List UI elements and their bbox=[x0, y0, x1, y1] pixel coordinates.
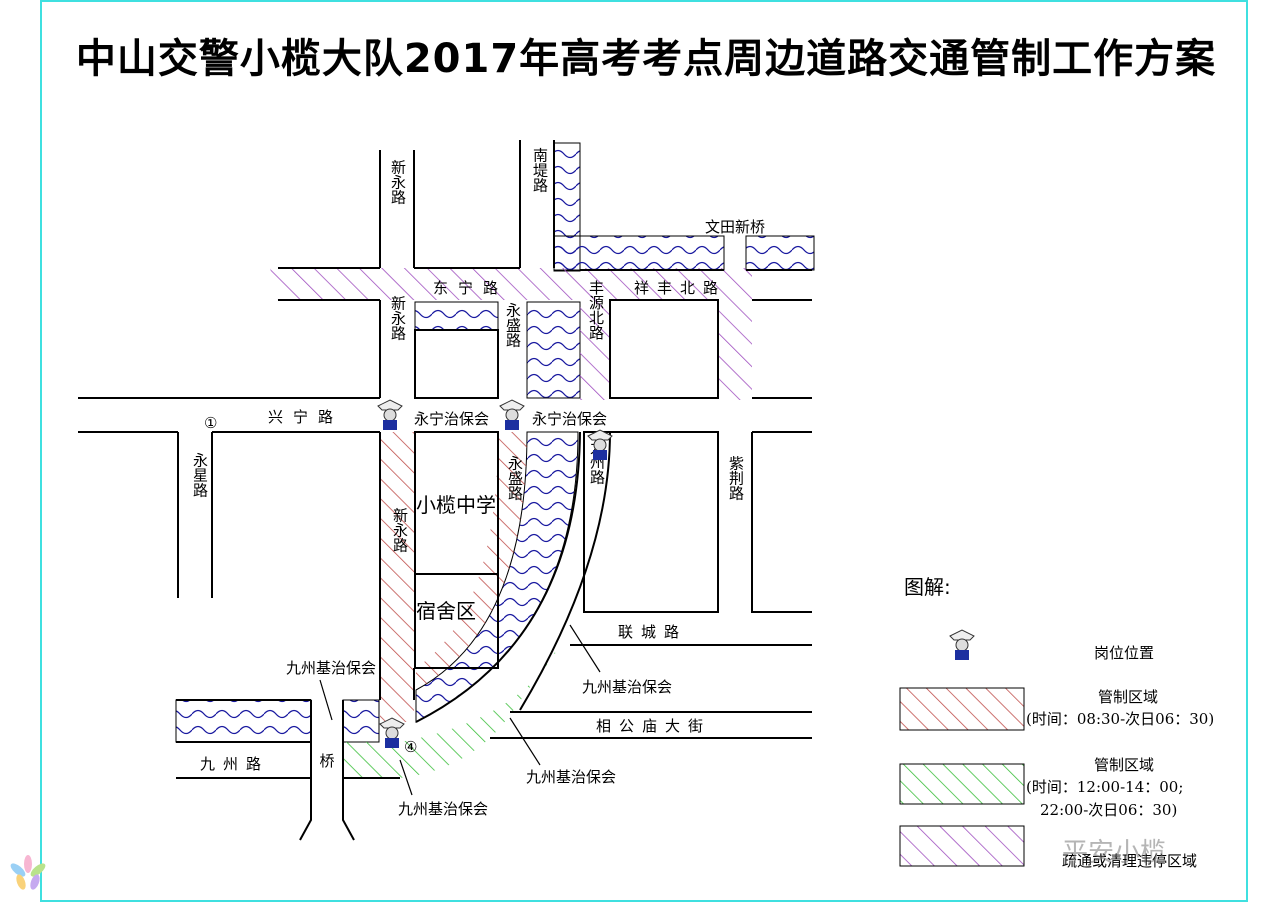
label-xingning: 兴宁路 bbox=[268, 408, 343, 426]
label-wentian-bridge: 文田新桥 bbox=[705, 218, 765, 236]
river-channels bbox=[175, 142, 815, 743]
label-xinyong-north: 新永路 bbox=[389, 160, 407, 205]
label-school: 小榄中学 bbox=[416, 493, 496, 517]
police-post-icon bbox=[377, 399, 403, 430]
legend: 图解: 岗位位置 管制区域 (时间：08:30-次日06：30) 管制区域 (时… bbox=[899, 575, 1214, 870]
police-posts bbox=[377, 399, 613, 748]
red-control-zone bbox=[380, 432, 527, 722]
legend-red-swatch bbox=[899, 687, 1025, 731]
road-labels: 新永路 南堤路 文田新桥 东宁路 祥丰北路 新永路 永盛路 丰源北路 兴宁路 永… bbox=[191, 148, 765, 774]
legend-police-icon bbox=[949, 629, 975, 660]
label-xianggongmiao: 相公庙大街 bbox=[596, 717, 711, 735]
flower-logo-icon bbox=[10, 855, 46, 890]
legend-green-label: 管制区域 bbox=[1094, 756, 1154, 774]
label-yongxing: 永星路 bbox=[191, 453, 209, 498]
map-frame bbox=[40, 0, 1248, 902]
label-jiuzhouji-4: 九州基治保会 bbox=[398, 800, 488, 818]
label-jiuzhouji-2: 九州基治保会 bbox=[582, 678, 672, 696]
watermark: 平安小榄 bbox=[1062, 838, 1167, 868]
legend-red-time: (时间：08:30-次日06：30) bbox=[1026, 710, 1214, 728]
label-jiuzhouji-3: 九州基治保会 bbox=[526, 768, 616, 786]
purple-clearance-zone bbox=[270, 268, 752, 400]
label-yongsheng-mid: 永盛路 bbox=[504, 303, 522, 348]
label-liancheng: 联城路 bbox=[618, 623, 687, 641]
label-nandi: 南堤路 bbox=[531, 148, 549, 193]
label-dorm: 宿舍区 bbox=[416, 599, 476, 623]
police-post-icon bbox=[379, 717, 405, 748]
label-bridge: 桥 bbox=[319, 752, 334, 770]
marker-1: ① bbox=[204, 414, 217, 432]
legend-green-time-1: (时间：12:00-14：00; bbox=[1026, 778, 1183, 796]
police-post-icon bbox=[587, 429, 613, 460]
label-fengyuan-north: 丰源北路 bbox=[587, 280, 605, 340]
place-labels: 小榄中学 宿舍区 永宁治保会 永宁治保会 九州基治保会 九州基治保会 九州基治保… bbox=[204, 410, 672, 818]
label-yongning-1: 永宁治保会 bbox=[414, 410, 489, 428]
label-jiuzhouji-1: 九州基治保会 bbox=[286, 659, 376, 677]
police-post-icon bbox=[499, 399, 525, 430]
label-yongsheng-south: 永盛路 bbox=[506, 456, 524, 501]
legend-green-swatch bbox=[899, 763, 1025, 805]
legend-purple-label: 疏通或清理违停区域 bbox=[1062, 852, 1197, 870]
label-dongning: 东宁路 bbox=[433, 279, 508, 297]
legend-title: 图解: bbox=[904, 575, 951, 599]
label-xiangfeng-north: 祥丰北路 bbox=[634, 279, 726, 297]
legend-post-label: 岗位位置 bbox=[1094, 644, 1154, 662]
label-zijing: 紫荆路 bbox=[727, 456, 745, 501]
legend-red-label: 管制区域 bbox=[1098, 688, 1158, 706]
legend-green-time-2: 22:00-次日06：30) bbox=[1040, 801, 1177, 819]
legend-purple-swatch bbox=[899, 825, 1025, 867]
label-yongning-2: 永宁治保会 bbox=[532, 410, 607, 428]
label-xinyong-mid: 新永路 bbox=[389, 296, 407, 341]
label-jiuzhou-west: 九州路 bbox=[200, 755, 269, 773]
leader-lines bbox=[319, 624, 601, 796]
map-title: 中山交警小榄大队2017年高考考点周边道路交通管制工作方案 bbox=[75, 36, 1217, 82]
marker-4: ④ bbox=[404, 738, 417, 756]
label-xinyong-south: 新永路 bbox=[391, 508, 409, 553]
road-network bbox=[78, 140, 812, 841]
